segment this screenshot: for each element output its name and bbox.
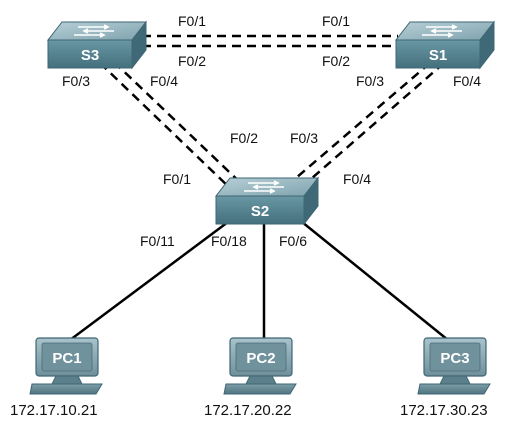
port-label-s1-f02: F0/2 [322,53,350,69]
switch-label: S3 [81,47,99,64]
pc1-ip-address: 172.17.10.21 [10,402,98,419]
port-label-s1-f04: F0/4 [453,73,481,89]
pc-label: PC3 [440,350,469,367]
port-label-s2-f011: F0/11 [140,233,175,249]
switch-s1[interactable]: S1 [394,20,496,70]
port-label-s2-f04: F0/4 [343,171,371,187]
pc-icon [417,337,491,395]
pc2-ip-address: 172.17.20.22 [204,402,292,419]
switch-label: S1 [429,47,447,64]
link-s2-pc3 [301,221,449,341]
port-label-s3-f04: F0/4 [150,73,178,89]
pc-icon [223,337,297,395]
port-label-s2-f02: F0/2 [230,130,258,146]
pc-pc3[interactable]: PC3 [417,337,491,395]
port-label-s3-f02: F0/2 [178,53,206,69]
switch-icon [394,20,496,70]
pc-icon [29,337,103,395]
port-label-s3-f01: F0/1 [178,13,206,29]
port-label-s2-f018: F0/18 [211,233,247,249]
pc3-ip-address: 172.17.30.23 [400,402,488,419]
port-label-s2-f01: F0/1 [163,171,191,187]
switch-s3[interactable]: S3 [46,20,148,70]
switch-s2[interactable]: S2 [214,176,320,226]
link-s2-pc1 [69,220,229,342]
link-s3-s2-f04-f02 [113,61,247,189]
pc-label: PC2 [246,350,275,367]
link-s1-s2-f03 [281,62,431,191]
pc-pc2[interactable]: PC2 [223,337,297,395]
pc-pc1[interactable]: PC1 [29,337,103,395]
port-label-s3-f03: F0/3 [62,73,90,89]
link-s1-s2-f04 [295,62,445,193]
pc-label: PC1 [52,350,81,367]
port-label-s1-f01: F0/1 [322,13,350,29]
port-labels: F0/1 F0/1 F0/2 F0/2 F0/3 F0/4 F0/3 F0/4 … [62,13,481,249]
port-label-s1-f03: F0/3 [356,73,384,89]
link-s3-s2-f03-f01 [99,62,233,191]
switch-label: S2 [251,203,269,220]
switch-icon [214,176,320,226]
switch-icon [46,20,148,70]
port-label-s2-f03: F0/3 [290,130,318,146]
links [69,34,449,342]
port-label-s2-f06: F0/6 [279,233,307,249]
